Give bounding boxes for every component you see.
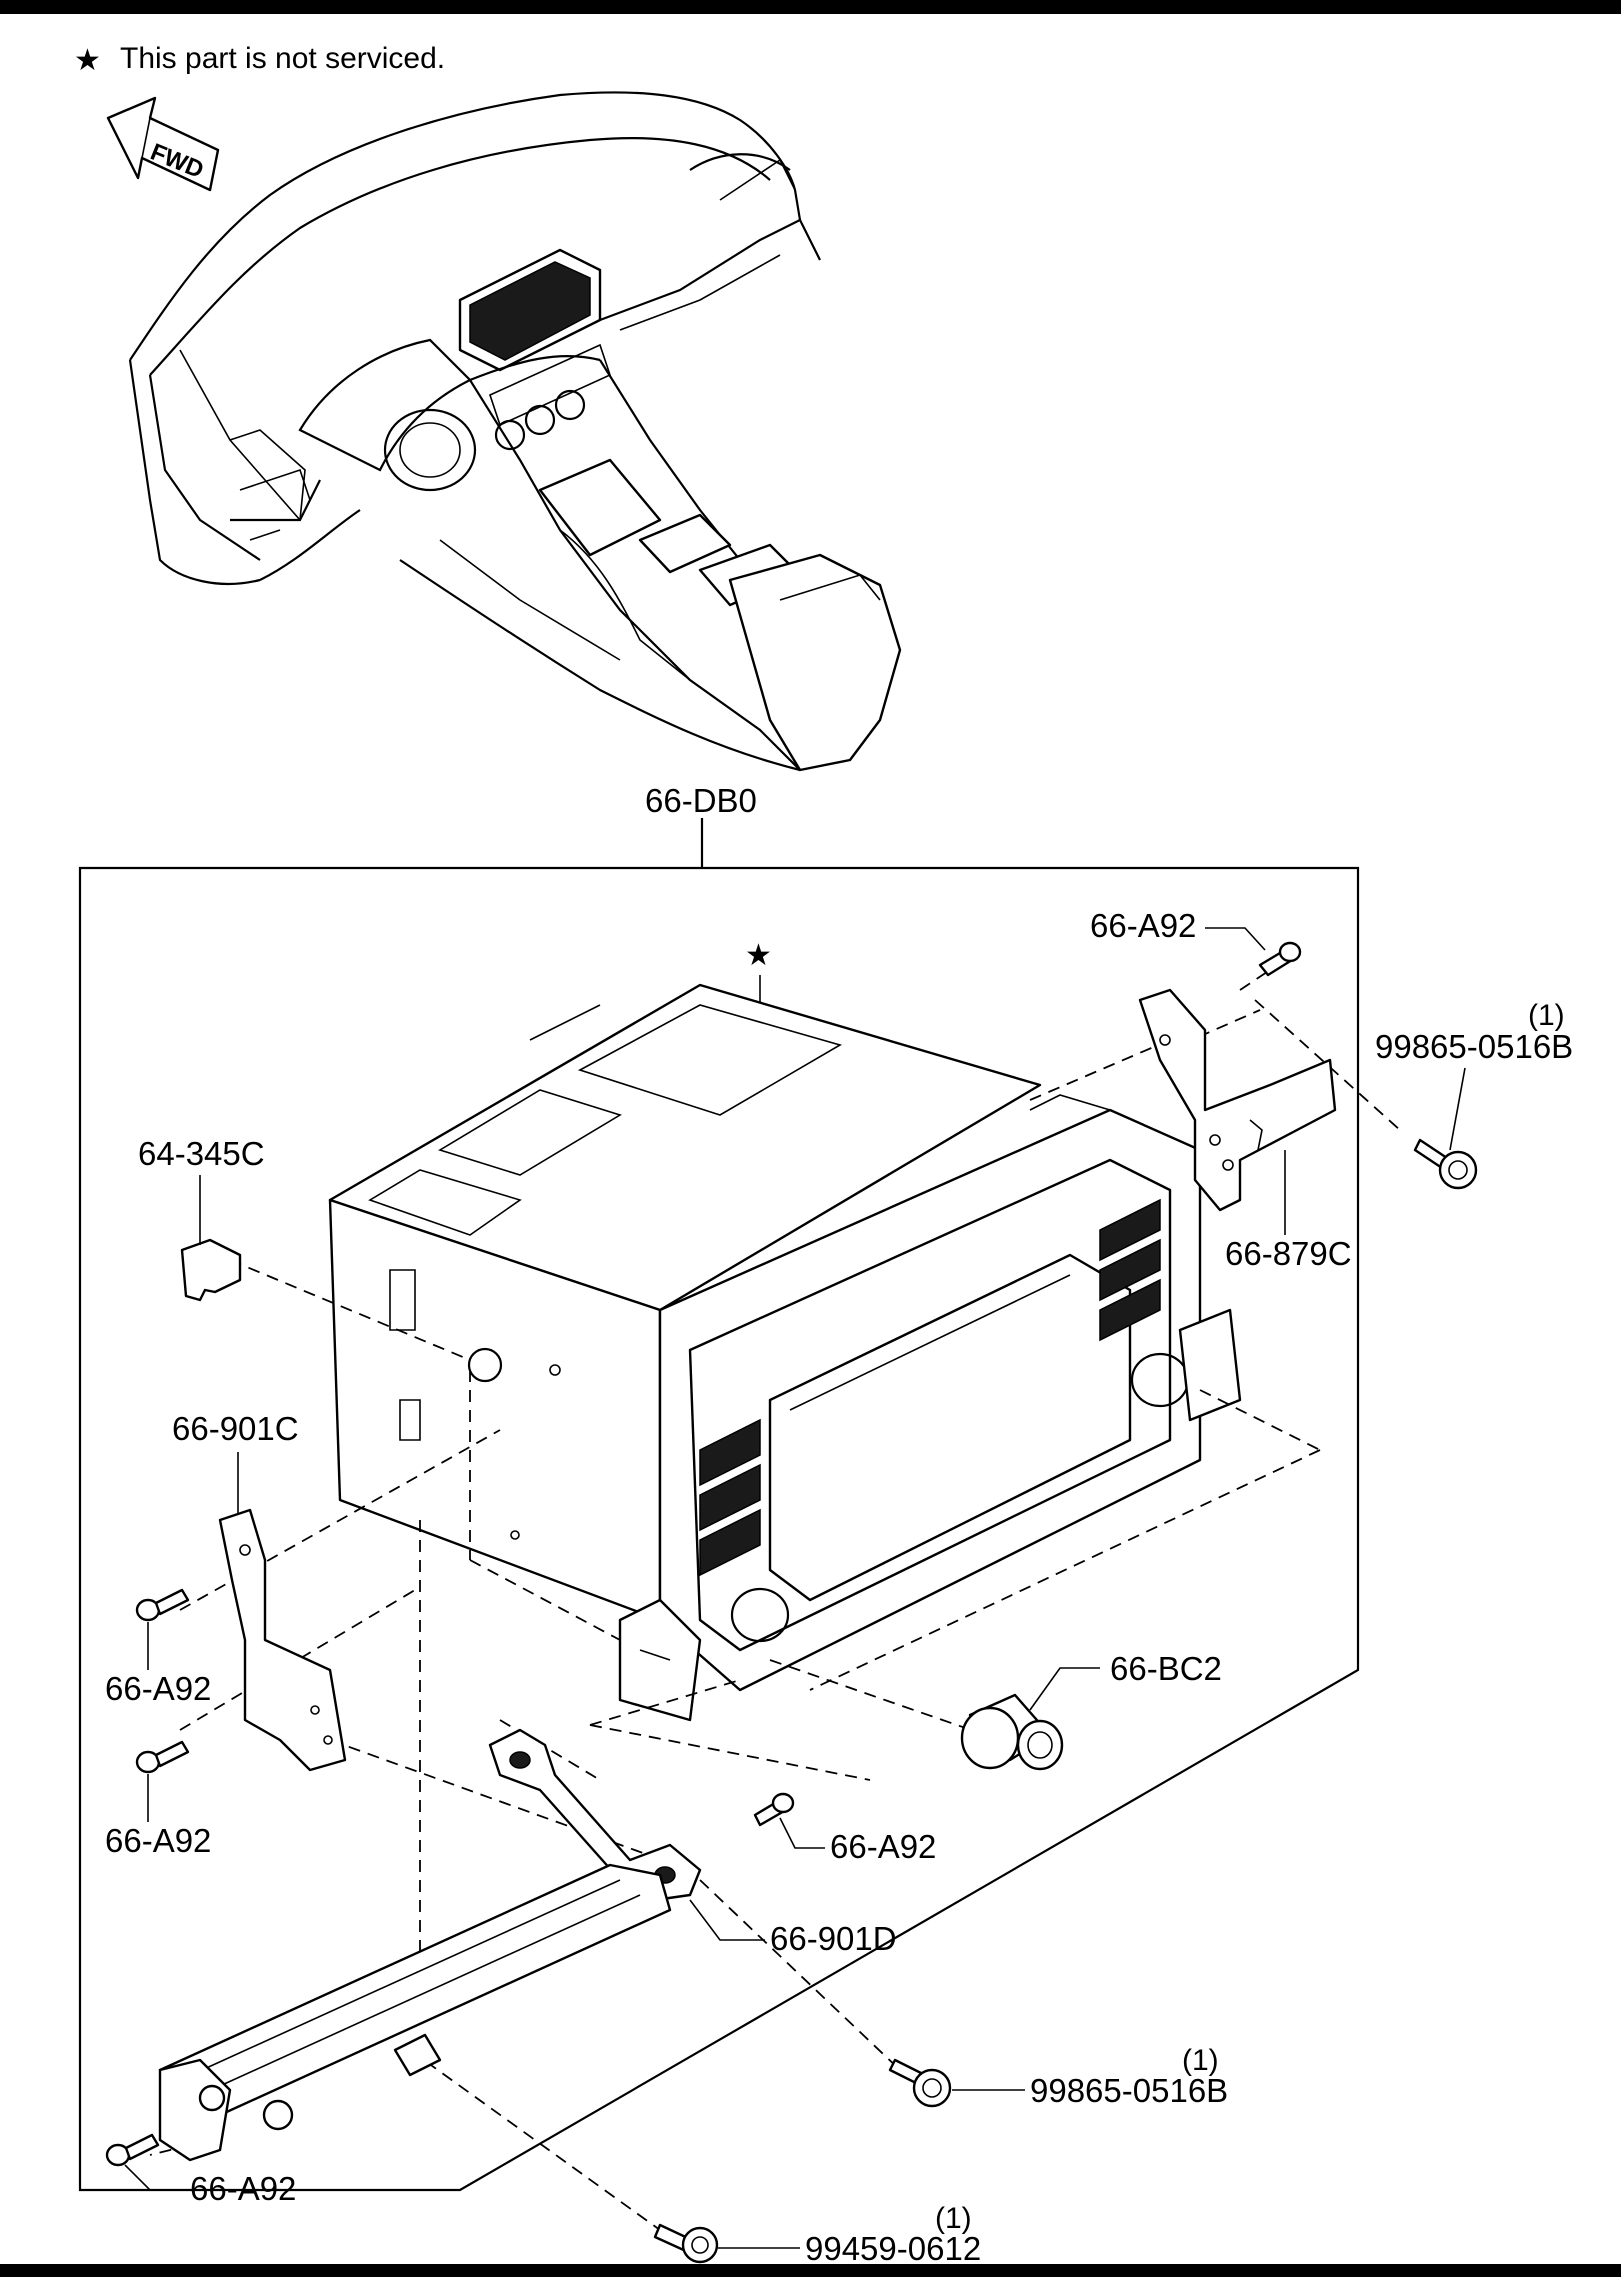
clip-left-callout: 64-345C	[138, 1135, 265, 1172]
head-unit	[328, 983, 1242, 1722]
screw-top-right-qty: (1)	[1528, 999, 1565, 1032]
bracket-66-901d: 66-901D	[488, 1728, 897, 1957]
clip-64-345c: 64-345C	[138, 1135, 265, 1302]
unit-star-icon: ★	[745, 939, 772, 972]
dashboard-overview-drawing	[128, 91, 902, 772]
knob-66-bc2: 66-BC2	[960, 1650, 1222, 1771]
screw-bottom-right: (1) 99865-0516B	[888, 2044, 1228, 2109]
screw-bottom-callout: 99459-0612	[805, 2230, 981, 2267]
bolt-bottom-left-callout: 66-A92	[190, 2170, 296, 2207]
bolt-mid-callout: 66-A92	[830, 1828, 936, 1865]
not-serviced-note: ★ This part is not serviced.	[74, 42, 445, 77]
bracket-66-879c: 66-879C	[1138, 988, 1352, 1272]
bracket-right-callout: 66-879C	[1225, 1235, 1352, 1272]
note-text: This part is not serviced.	[120, 42, 445, 75]
dashed-assembly-lines	[149, 959, 1401, 2231]
fwd-arrow-icon: FWD	[106, 96, 220, 192]
knob-callout: 66-BC2	[1110, 1650, 1222, 1687]
screw-bottom-qty: (1)	[935, 2202, 972, 2235]
bolt-top-right-callout: 66-A92	[1090, 907, 1196, 944]
bolt-mid: 66-A92	[753, 1792, 936, 1865]
assembly-frame: 66-DB0	[78, 782, 1360, 2192]
bracket-left-callout: 66-901C	[172, 1410, 299, 1447]
bottom-border-bar	[0, 2264, 1621, 2277]
bolt-left-upper-callout: 66-A92	[105, 1670, 211, 1707]
screw-bottom-right-callout: 99865-0516B	[1030, 2072, 1228, 2109]
assembly-callout: 66-DB0	[645, 782, 757, 819]
bracket-lower-callout: 66-901D	[770, 1920, 897, 1957]
bracket-66-901c: 66-901C	[172, 1410, 347, 1772]
screw-top-right: (1) 99865-0516B	[1375, 999, 1573, 1190]
screw-top-right-callout: 99865-0516B	[1375, 1028, 1573, 1065]
lower-support-rail	[158, 1863, 672, 2162]
note-star-icon: ★	[74, 44, 101, 77]
bolt-top-right: 66-A92	[1090, 907, 1302, 977]
bolt-bottom-left: 66-A92	[105, 2133, 296, 2207]
screw-bottom-right-qty: (1)	[1182, 2044, 1219, 2077]
bolt-left-lower: 66-A92	[105, 1740, 211, 1859]
top-border-bar	[0, 0, 1621, 14]
screw-bottom: (1) 99459-0612	[653, 2202, 981, 2267]
bolt-left-upper: 66-A92	[105, 1588, 211, 1707]
bolt-left-lower-callout: 66-A92	[105, 1822, 211, 1859]
